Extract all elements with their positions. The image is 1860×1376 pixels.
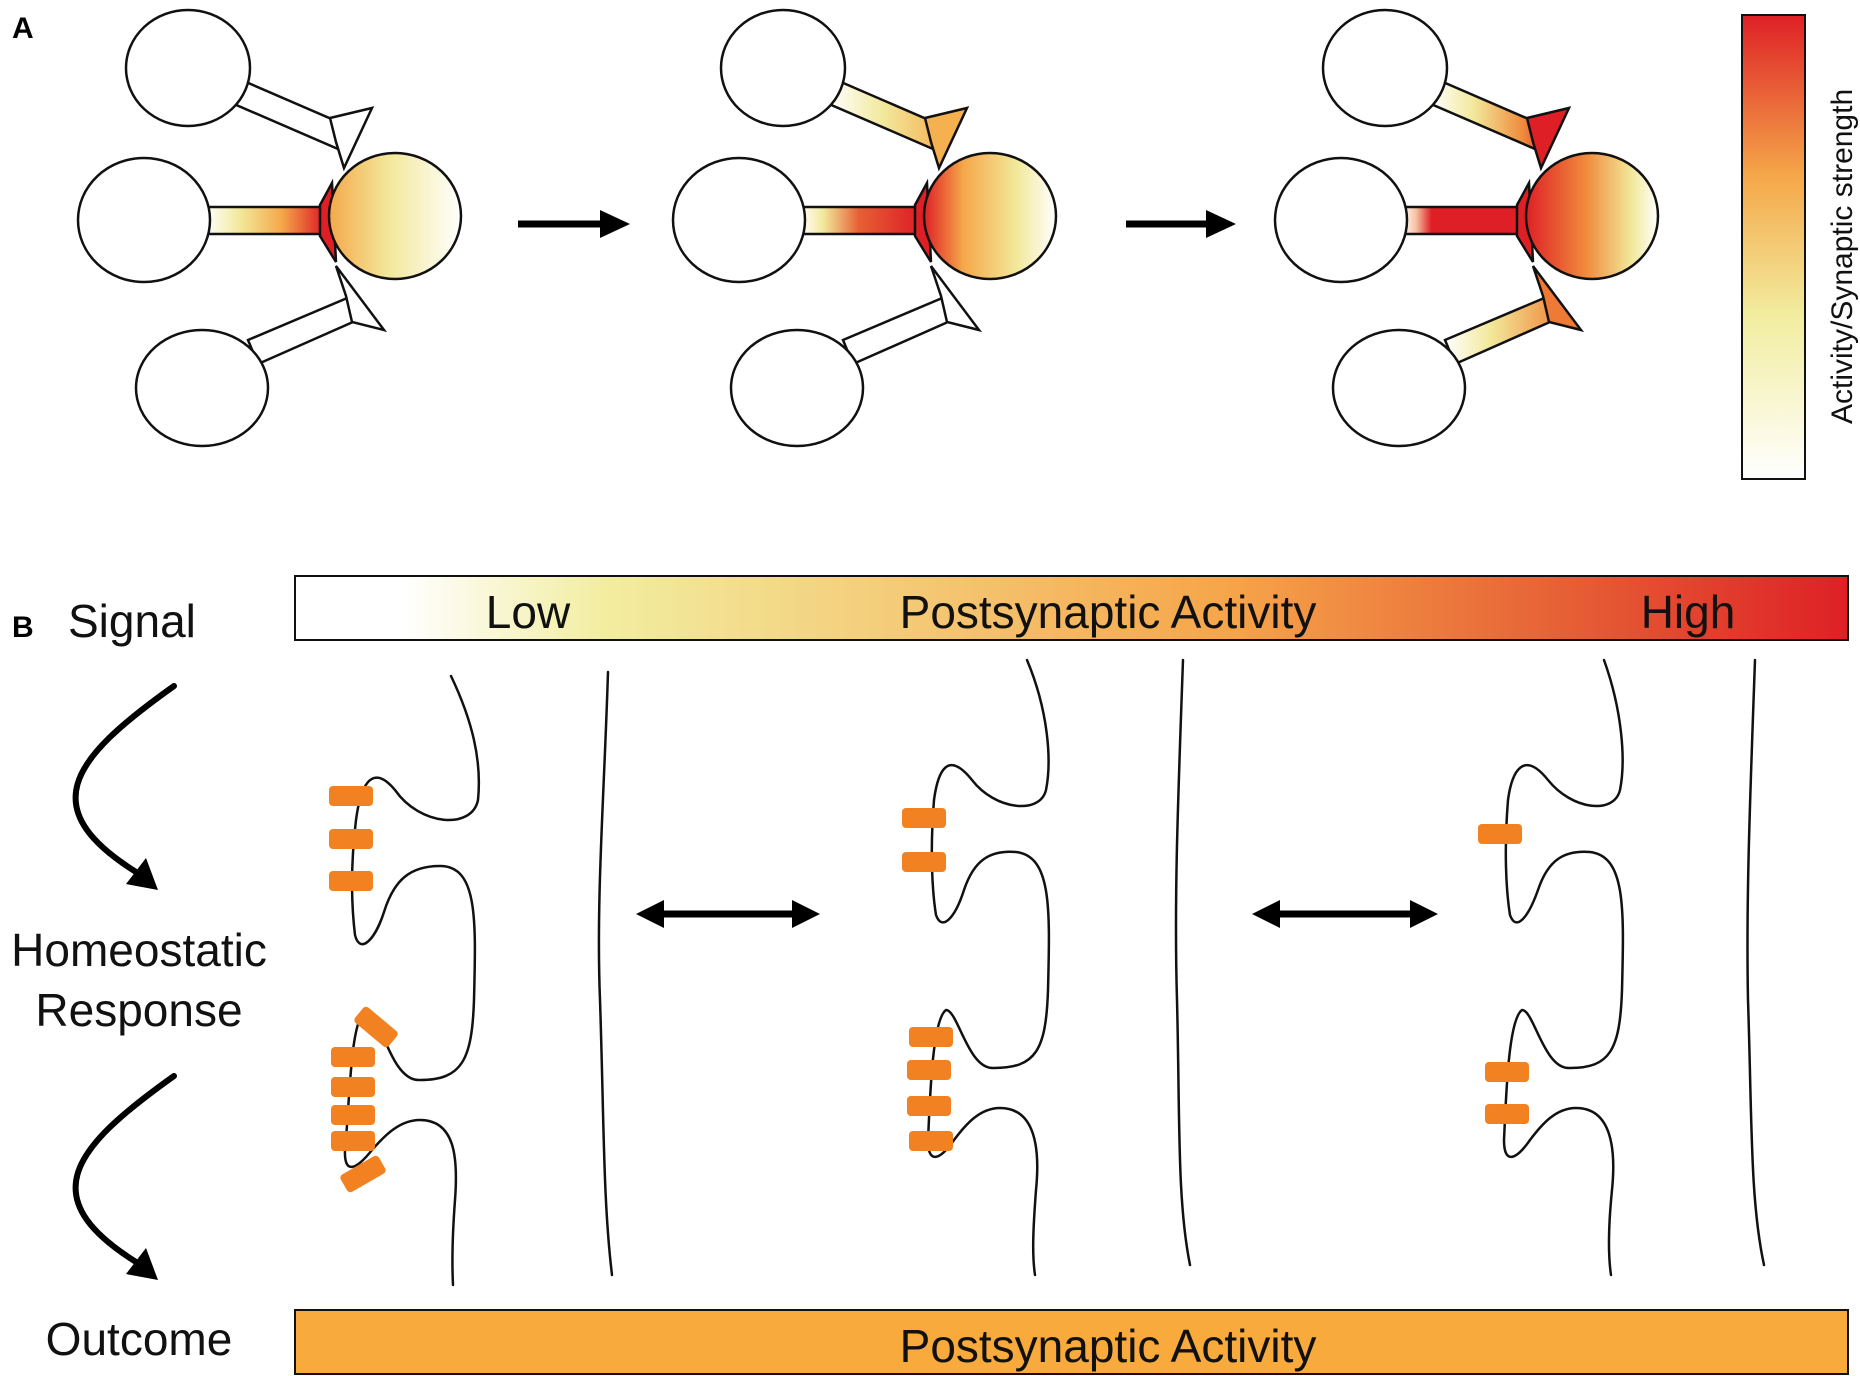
panel-a-letter: A bbox=[12, 12, 34, 45]
outcome-bar-label: Postsynaptic Activity bbox=[900, 1320, 1317, 1372]
presynaptic-neuron-middle bbox=[671, 156, 933, 284]
dendrite-high-activity bbox=[1478, 658, 1766, 1277]
outcome-label: Outcome bbox=[46, 1313, 233, 1365]
presynaptic-neuron-top bbox=[124, 8, 375, 172]
signal-activity-bar bbox=[294, 575, 1849, 641]
receptor bbox=[331, 1047, 375, 1067]
presynaptic-neuron-bottom bbox=[134, 265, 388, 448]
signal-bar-low: Low bbox=[486, 586, 571, 638]
dendrite-low-activity bbox=[329, 670, 614, 1287]
receptor bbox=[329, 829, 373, 849]
signal-bar-title: Postsynaptic Activity bbox=[900, 586, 1317, 638]
receptor bbox=[1485, 1104, 1529, 1124]
signal-to-response-arrow bbox=[72, 683, 177, 881]
receptor bbox=[909, 1027, 953, 1047]
response-label-line2: Response bbox=[35, 984, 242, 1036]
network-stage-1 bbox=[76, 8, 463, 448]
receptor bbox=[340, 1155, 386, 1193]
stage-arrowhead-2 bbox=[1206, 210, 1236, 238]
presynaptic-neuron-middle bbox=[1273, 156, 1535, 284]
receptor bbox=[902, 852, 946, 872]
network-stage-2 bbox=[671, 8, 1058, 448]
receptor bbox=[354, 1006, 398, 1048]
receptor bbox=[902, 808, 946, 828]
signal-to-response-arrowhead bbox=[126, 858, 158, 890]
receptor bbox=[907, 1096, 951, 1116]
signal-bar-high: High bbox=[1641, 586, 1736, 638]
colorbar-label: Activity/Synaptic strength bbox=[1826, 89, 1859, 424]
compare-arrowhead-2-left bbox=[1252, 900, 1280, 928]
postsynaptic-soma bbox=[922, 151, 1058, 281]
panel-b-letter: B bbox=[12, 611, 34, 644]
response-to-outcome-arrowhead bbox=[126, 1248, 158, 1280]
receptor bbox=[331, 1105, 375, 1125]
receptor bbox=[1485, 1062, 1529, 1082]
dendrite-mid-activity bbox=[902, 658, 1192, 1277]
presynaptic-neuron-middle bbox=[76, 156, 338, 284]
activity-colorbar bbox=[1741, 14, 1806, 480]
postsynaptic-soma bbox=[327, 151, 463, 281]
compare-arrowhead-1-left bbox=[636, 900, 664, 928]
receptor bbox=[329, 871, 373, 891]
stage-arrowhead-1 bbox=[600, 210, 630, 238]
outcome-activity-bar bbox=[294, 1309, 1849, 1375]
receptor bbox=[907, 1060, 951, 1080]
presynaptic-neuron-bottom bbox=[729, 265, 983, 448]
compare-arrowhead-2-right bbox=[1410, 900, 1438, 928]
receptor bbox=[909, 1131, 953, 1151]
presynaptic-neuron-top bbox=[719, 8, 970, 172]
response-label-line1: Homeostatic bbox=[11, 924, 267, 976]
receptor bbox=[329, 786, 373, 806]
compare-arrowhead-1-right bbox=[792, 900, 820, 928]
postsynaptic-soma bbox=[1524, 151, 1660, 281]
presynaptic-neuron-top bbox=[1321, 8, 1572, 172]
receptor bbox=[331, 1077, 375, 1097]
receptor bbox=[1478, 824, 1522, 844]
receptor bbox=[331, 1131, 375, 1151]
response-to-outcome-arrow bbox=[72, 1073, 177, 1271]
signal-label: Signal bbox=[68, 595, 196, 647]
presynaptic-neuron-bottom bbox=[1331, 265, 1585, 448]
network-stage-3 bbox=[1273, 8, 1660, 448]
